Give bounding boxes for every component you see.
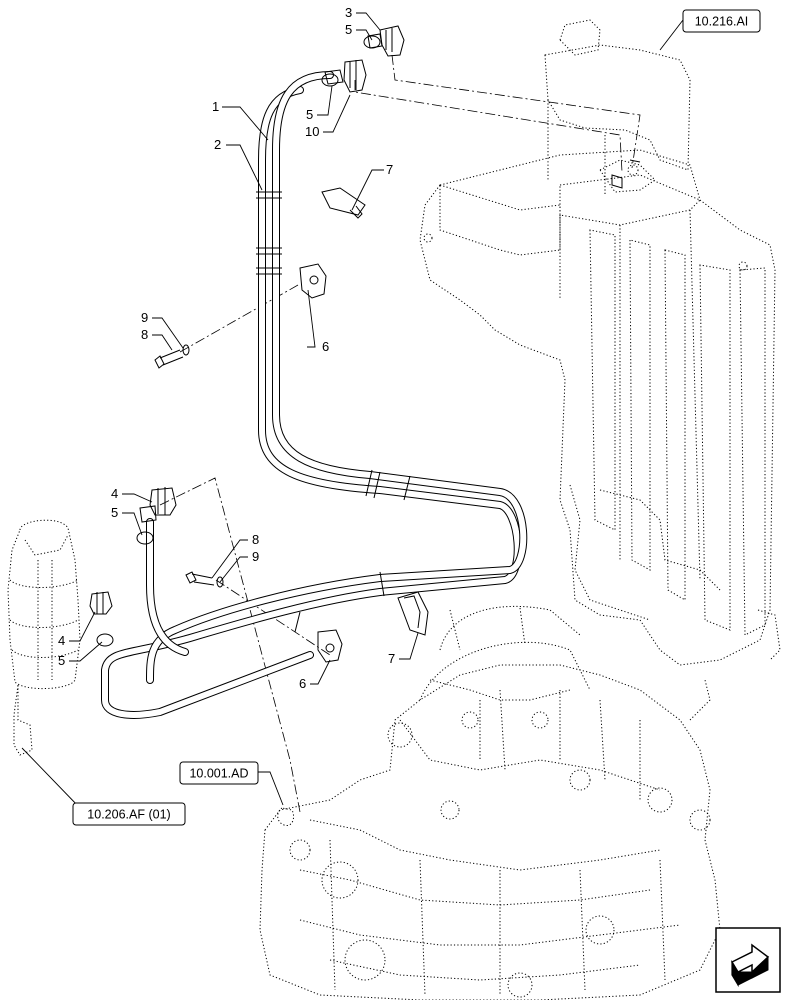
clip-6-upper [299, 263, 327, 299]
callout-9-lower: 9 [252, 549, 259, 564]
ref-engine-label: 10.001.AD [189, 767, 248, 781]
callout-labels: 1 2 3 5 5 10 7 6 9 8 4 5 8 9 4 5 6 7 [58, 5, 395, 691]
callout-5-middle: 5 [111, 505, 118, 520]
ref-box-filter-harness[interactable]: 10.206.AF (01) [72, 802, 186, 826]
leader-lines [21, 12, 684, 809]
assembly-center-lines [159, 54, 641, 813]
callout-7-upper: 7 [386, 162, 393, 177]
callout-1: 1 [212, 99, 219, 114]
callout-9-upper: 9 [141, 310, 148, 325]
clip-6-lower [317, 629, 343, 663]
callout-3: 3 [345, 5, 352, 20]
bolt-8-lower [185, 571, 224, 588]
fuel-filter [7, 519, 81, 756]
callout-6-upper: 6 [322, 339, 329, 354]
ref-box-fuel-tank[interactable]: 10.216.AI [682, 9, 761, 33]
callout-5-top: 5 [345, 22, 352, 37]
ref-box-engine[interactable]: 10.001.AD [179, 761, 259, 785]
fuel-hose-1 [101, 86, 522, 719]
callout-8-lower: 8 [252, 532, 259, 547]
callout-8-upper: 8 [141, 327, 148, 342]
callout-4-upper: 4 [111, 486, 118, 501]
callout-6-lower: 6 [299, 676, 306, 691]
ref-filter-harness-label: 10.206.AF (01) [87, 808, 170, 822]
callout-2: 2 [214, 137, 221, 152]
tie-7-lower [397, 591, 429, 636]
fitting-10-elbow [324, 59, 367, 93]
fuel-tank [419, 19, 781, 666]
callout-4-lower: 4 [58, 633, 65, 648]
callout-10: 10 [305, 124, 319, 139]
next-page-arrow-icon[interactable] [715, 927, 781, 993]
callout-7-lower: 7 [388, 651, 395, 666]
fitting-4-upper [139, 487, 177, 523]
ref-fuel-tank-label: 10.216.AI [695, 15, 749, 29]
callout-5-upper: 5 [306, 107, 313, 122]
callout-5-lower: 5 [58, 653, 65, 668]
tie-7-upper [321, 187, 366, 219]
hose-ferrules [256, 191, 411, 633]
bolt-8-upper [154, 344, 190, 369]
clamps-5 [96, 35, 381, 647]
fitting-3-elbow [367, 25, 405, 57]
fuel-hose-2 [146, 71, 528, 684]
fitting-4-lower [89, 591, 113, 615]
engine-assembly [259, 605, 721, 1000]
